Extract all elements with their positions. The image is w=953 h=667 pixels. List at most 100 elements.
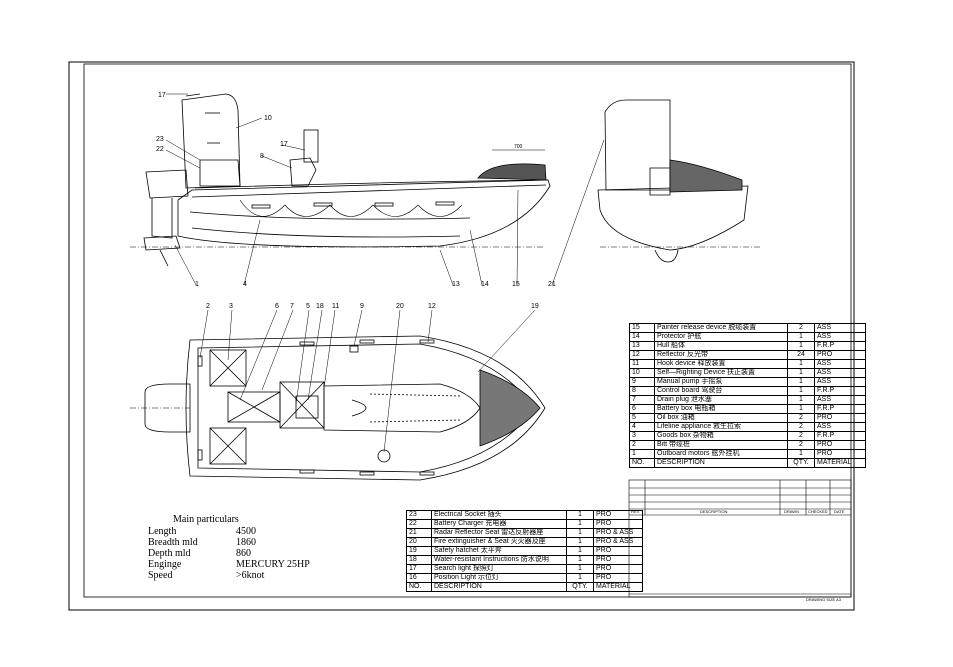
callout-10: 10 xyxy=(264,115,272,122)
cell-qt: 1 xyxy=(566,546,594,556)
cell-mt: PRO xyxy=(593,546,643,556)
cell-ds: Safety hatchet 太平斧 xyxy=(431,546,567,556)
cell-ds: Outboard motors 舷外挂机 xyxy=(654,449,788,459)
cell-ds: Electrical Socket 插头 xyxy=(431,510,567,520)
cell-ds: Oil box 油箱 xyxy=(654,413,788,423)
cell-ds: Water-resistant Instructions 防水说明 xyxy=(431,555,567,565)
cell-mt: ASS xyxy=(814,323,866,333)
callout-1: 1 xyxy=(195,281,199,288)
revision-block xyxy=(628,479,852,598)
cell-ds: Hull 船体 xyxy=(654,341,788,351)
cell-ds: Protector 护舷 xyxy=(654,332,788,342)
cell-ds: Manual pump 手摇泵 xyxy=(654,377,788,387)
cell-no: 11 xyxy=(629,359,655,369)
plan-callout-leaders xyxy=(199,309,536,453)
cell-ds: Fire extinguisher & Seat 灭火器及座 xyxy=(431,537,567,547)
revision-header-labels: REV. DESCRIPTION DRAWN CHECKED DATE xyxy=(631,509,845,514)
cell-qt: 1 xyxy=(566,537,594,547)
cell-qt: 1 xyxy=(787,359,815,369)
cell-mt: MATERIAL xyxy=(814,458,866,468)
cell-qt: 1 xyxy=(566,555,594,565)
cell-no: 5 xyxy=(629,413,655,423)
cell-qt: 2 xyxy=(787,422,815,432)
cell-no: 18 xyxy=(406,555,432,565)
callout-6: 6 xyxy=(275,303,279,310)
cell-ds: Position Light 示位灯 xyxy=(431,573,567,583)
cell-qt: QTY. xyxy=(787,458,815,468)
drawing-size-label: DRAWING SIZE A3 xyxy=(806,597,841,602)
particular-value: >6knot xyxy=(236,570,265,581)
callout-7: 7 xyxy=(290,303,294,310)
rev-desc-col: DESCRIPTION xyxy=(700,509,727,514)
particular-row: Depth mld 860 xyxy=(148,548,310,559)
particular-label: Depth mld xyxy=(148,548,191,559)
cell-no: 16 xyxy=(406,573,432,583)
cell-no: 17 xyxy=(406,564,432,574)
callout-19: 19 xyxy=(531,303,539,310)
cell-mt: PRO xyxy=(814,350,866,360)
cell-no: 15 xyxy=(629,323,655,333)
cell-no: 20 xyxy=(406,537,432,547)
rev-checked-col: CHECKED xyxy=(808,509,828,514)
main-particulars-title: Main particulars xyxy=(173,514,239,525)
cell-no: 23 xyxy=(406,510,432,520)
cell-qt: 2 xyxy=(787,440,815,450)
particular-row: Speed>6knot xyxy=(148,570,310,581)
particular-value: 1860 xyxy=(236,537,256,548)
cell-qt: 1 xyxy=(787,332,815,342)
cell-qt: 2 xyxy=(787,431,815,441)
callout-22: 22 xyxy=(156,146,164,153)
particular-value: 4500 xyxy=(236,526,256,537)
callout-13: 13 xyxy=(452,281,460,288)
particular-value: 860 xyxy=(236,548,251,559)
cell-mt: PRO xyxy=(593,555,643,565)
callout-18: 18 xyxy=(316,303,324,310)
cell-ds: Painter release device 脱缆装置 xyxy=(654,323,788,333)
cell-no: 19 xyxy=(406,546,432,556)
cell-qt: QTY. xyxy=(566,582,594,592)
rev-drawn-col: DRAWN xyxy=(784,509,799,514)
cell-mt: PRO xyxy=(593,573,643,583)
cell-mt: F.R.P xyxy=(814,341,866,351)
side-callout-leaders xyxy=(165,93,605,286)
dimension-700: 700 xyxy=(514,144,523,150)
cell-ds: DESCRIPTION xyxy=(431,582,567,592)
cell-no: NO. xyxy=(406,582,432,592)
cell-no: 22 xyxy=(406,519,432,529)
cell-mt: ASS xyxy=(814,359,866,369)
cell-mt: ASS xyxy=(814,368,866,378)
cell-qt: 2 xyxy=(787,413,815,423)
particular-label: Breadth mld xyxy=(148,537,198,548)
cell-no: 13 xyxy=(629,341,655,351)
side-elevation-view xyxy=(130,93,551,267)
callout-9: 9 xyxy=(360,303,364,310)
cell-no: 1 xyxy=(629,449,655,459)
cell-mt: ASS xyxy=(814,395,866,405)
cell-mt: PRO xyxy=(814,449,866,459)
cell-ds: Hook device 释放装置 xyxy=(654,359,788,369)
cell-ds: Reflector 反光带 xyxy=(654,350,788,360)
cell-no: 12 xyxy=(629,350,655,360)
cell-no: 2 xyxy=(629,440,655,450)
